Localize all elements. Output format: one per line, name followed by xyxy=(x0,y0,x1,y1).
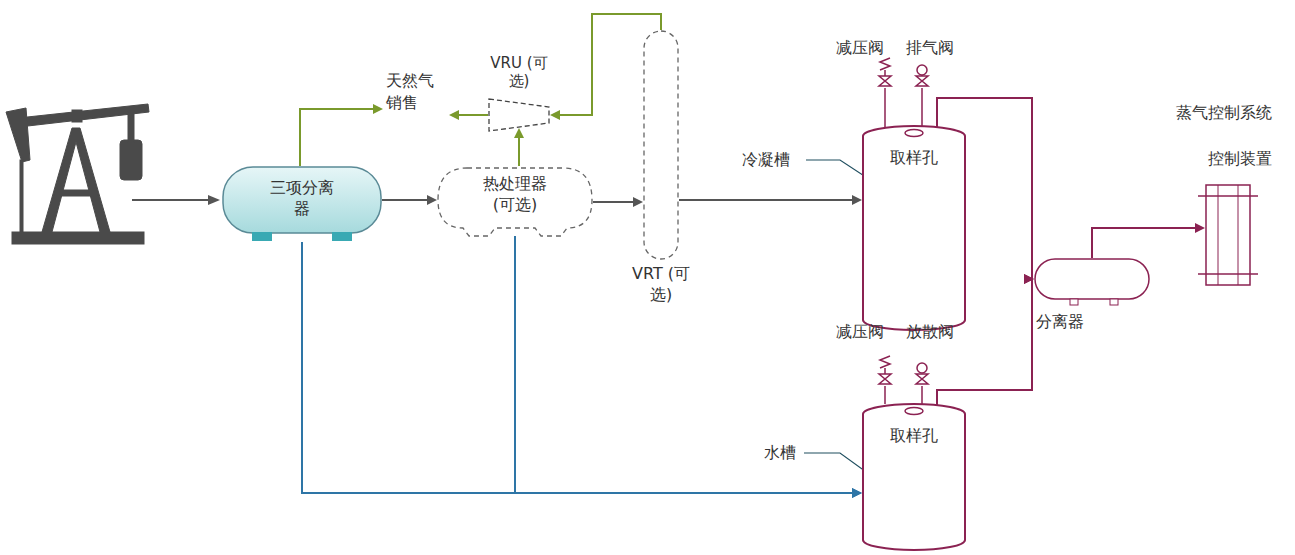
flow-line xyxy=(382,199,429,201)
flow-line xyxy=(515,236,854,493)
arrow-head xyxy=(1195,223,1205,233)
part-label: 减压阀 xyxy=(836,38,884,59)
arrow-head xyxy=(514,128,524,138)
shape-anchor xyxy=(488,98,550,132)
flow-connector xyxy=(449,110,488,120)
flow-line xyxy=(300,109,375,166)
flow-line xyxy=(132,199,210,201)
shape-anchor xyxy=(1205,185,1251,285)
flow-connector xyxy=(593,197,643,207)
flow-connector xyxy=(514,128,524,166)
node-text: 三项分离器 xyxy=(268,166,335,220)
flow-line xyxy=(593,201,635,203)
process-node: 分离器 xyxy=(1030,254,1154,336)
arrow-head xyxy=(550,110,560,120)
arrow-head xyxy=(852,488,862,498)
arrow-head xyxy=(852,488,862,498)
part-label: 排气阀 xyxy=(906,38,954,59)
flow-connector xyxy=(1092,223,1205,258)
process-node: 热处理器 (可选) xyxy=(437,166,593,238)
node-text: 蒸气控制系统 控制装置 xyxy=(1160,90,1272,183)
process-node: VRU (可选) xyxy=(480,54,558,132)
arrow-head xyxy=(427,195,437,205)
process-node: 天然气 销售 xyxy=(386,70,446,118)
pump-jack xyxy=(6,104,149,244)
flow-connector xyxy=(302,242,862,498)
arrow-head xyxy=(1024,274,1034,284)
part-label: 减压阀 xyxy=(836,322,884,343)
part-label: 放散阀 xyxy=(906,322,954,343)
node-shape xyxy=(862,402,966,552)
node-text: 取样孔 xyxy=(862,402,966,447)
process-node: 蒸气控制系统 控制装置 xyxy=(1160,90,1290,290)
node-text: VRU (可选) xyxy=(480,54,558,90)
process-node: 取样孔 xyxy=(862,124,966,332)
process-node: VRT (可选) xyxy=(628,30,694,306)
flow-connector xyxy=(515,236,862,498)
arrow-head xyxy=(852,195,862,205)
flow-connector xyxy=(300,104,383,166)
shape-anchor xyxy=(862,402,966,552)
flow-line xyxy=(679,199,854,201)
arrow-head xyxy=(633,197,643,207)
part-label: 冷凝槽 xyxy=(742,150,790,171)
arrow-head xyxy=(373,104,383,114)
process-node: 取样孔 xyxy=(862,402,966,552)
node-text: 取样孔 xyxy=(862,124,966,169)
node-text: 热处理器 (可选) xyxy=(475,166,555,216)
flow-line xyxy=(1092,228,1197,258)
process-node: 三项分离器 xyxy=(222,166,382,242)
shape-anchor xyxy=(1034,258,1150,300)
arrow-head xyxy=(208,195,220,205)
node-text: VRT (可选) xyxy=(628,264,694,306)
part-label: 水槽 xyxy=(764,443,796,464)
flow-line xyxy=(518,136,520,166)
flow-line xyxy=(302,242,854,493)
shape-anchor xyxy=(643,30,679,260)
flow-connector xyxy=(382,195,437,205)
flow-line xyxy=(457,114,488,116)
node-text: 天然气 销售 xyxy=(386,70,437,115)
arrow-head xyxy=(449,110,459,120)
flow-connector xyxy=(679,195,862,205)
node-text: 分离器 xyxy=(1036,312,1084,333)
